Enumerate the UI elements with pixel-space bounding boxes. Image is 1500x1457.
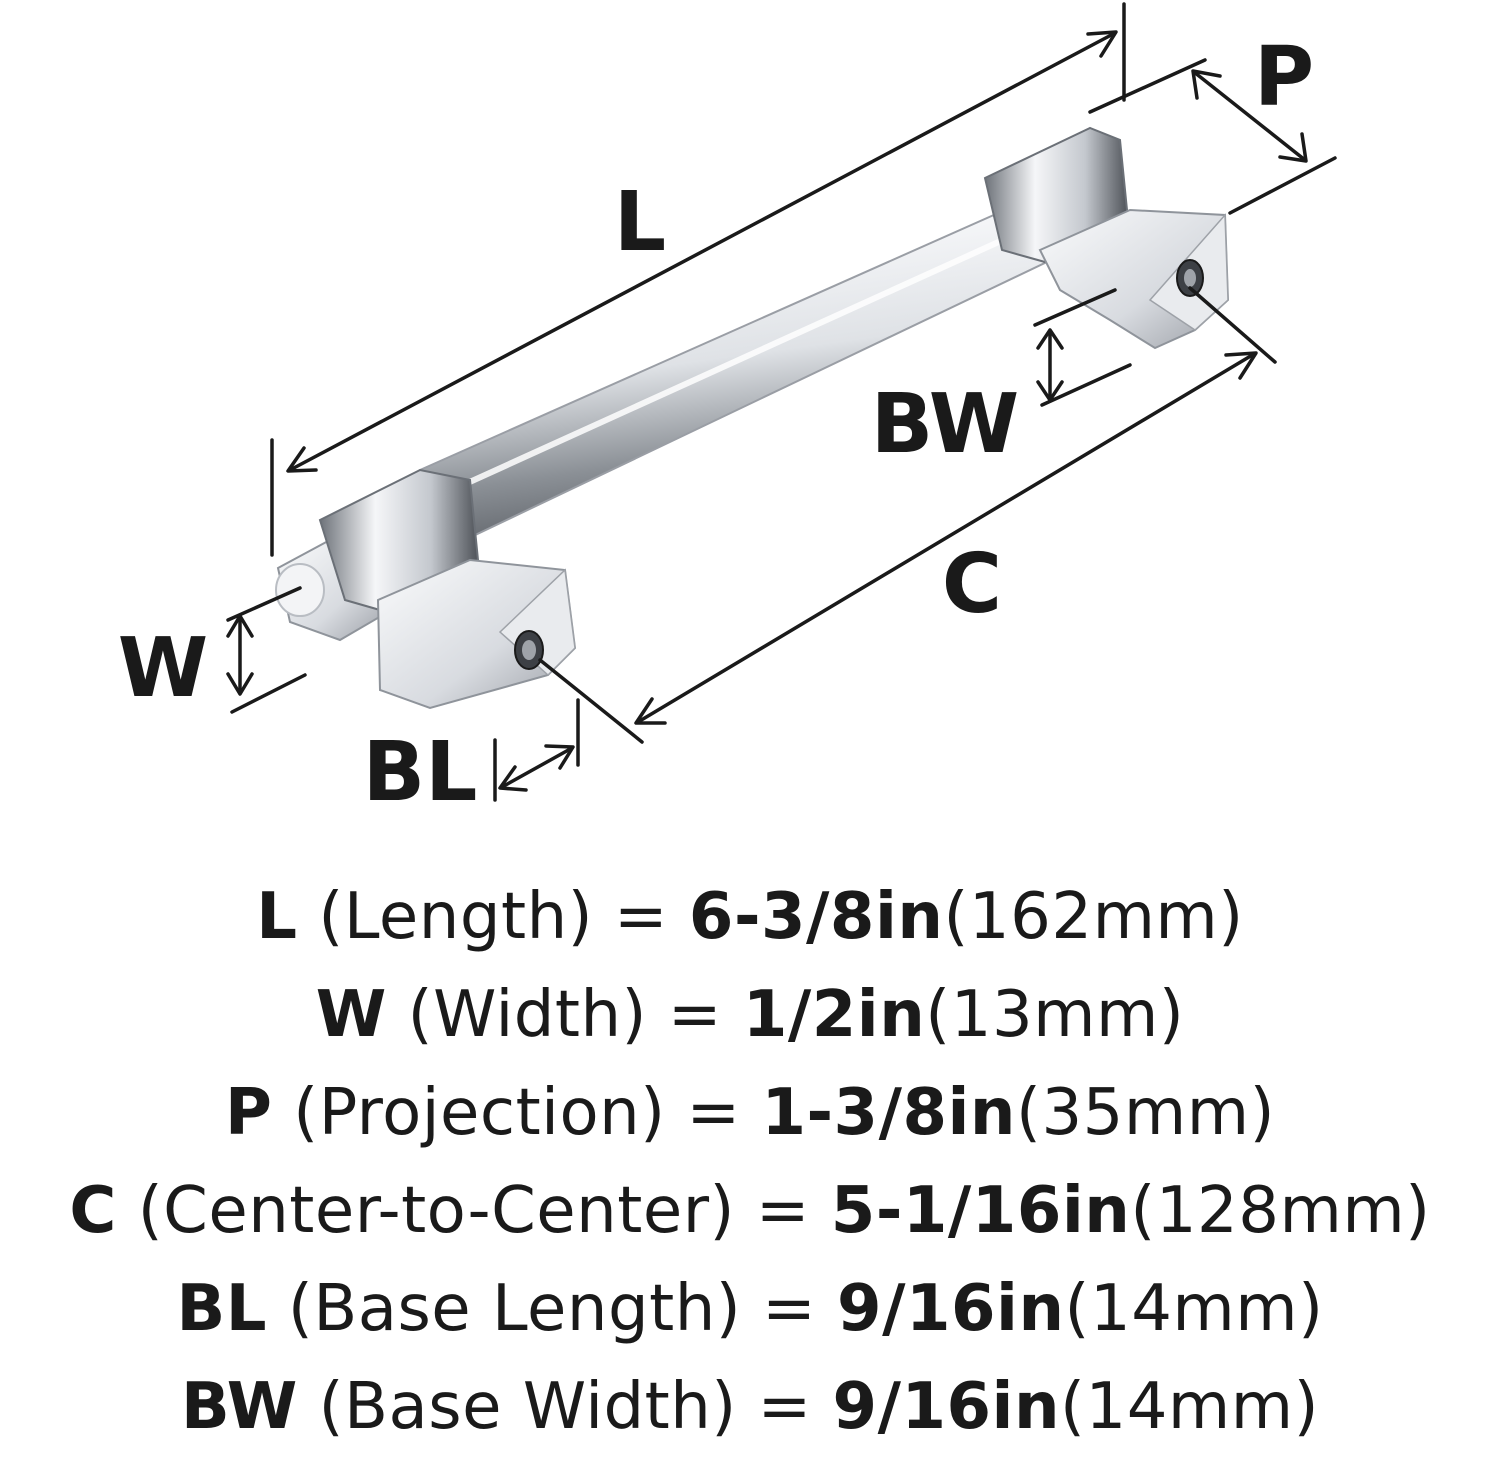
spec-key: BW xyxy=(180,1370,298,1444)
spec-equals: = xyxy=(613,880,669,954)
handle-dimension-diagram: L P BW C W BL xyxy=(118,2,1337,820)
dimension-bw xyxy=(1033,288,1132,407)
dimension-l xyxy=(270,2,1126,557)
spec-row-length: L (Length) = 6-3/8in(162mm) xyxy=(0,868,1500,966)
spec-name: (Length) xyxy=(318,880,594,954)
spec-metric-value: (13mm) xyxy=(925,978,1185,1052)
spec-name: (Width) xyxy=(407,978,647,1052)
spec-equals: = xyxy=(757,1370,812,1444)
spec-imperial-value: 9/16in xyxy=(837,1272,1065,1346)
spec-metric-value: (35mm) xyxy=(1015,1076,1276,1150)
spec-imperial-value: 6-3/8in xyxy=(688,880,944,954)
spec-name: (Center-to-Center) xyxy=(137,1174,735,1248)
dimension-w xyxy=(226,586,307,714)
spec-key: P xyxy=(224,1076,273,1150)
left-post xyxy=(376,558,577,710)
spec-row-projection: P (Projection) = 1-3/8in(35mm) xyxy=(0,1064,1500,1162)
spec-name: (Projection) xyxy=(293,1076,666,1150)
dimension-c xyxy=(538,286,1277,744)
spec-key: C xyxy=(69,1174,117,1248)
dimension-p xyxy=(1088,58,1337,215)
spec-row-center-to-center: C (Center-to-Center) = 5-1/16in(128mm) xyxy=(0,1162,1500,1260)
spec-imperial-value: 1-3/8in xyxy=(761,1076,1016,1150)
spec-name: (Base Length) xyxy=(287,1272,742,1346)
spec-equals: = xyxy=(667,978,722,1052)
spec-row-base-length: BL (Base Length) = 9/16in(14mm) xyxy=(0,1260,1500,1358)
spec-imperial-value: 9/16in xyxy=(832,1370,1060,1444)
spec-metric-value: (128mm) xyxy=(1130,1174,1431,1248)
handle-bar xyxy=(418,188,1074,550)
spec-key: BL xyxy=(176,1272,267,1346)
label-bl: BL xyxy=(363,725,478,820)
spec-imperial-value: 1/2in xyxy=(742,978,926,1052)
spec-equals: = xyxy=(686,1076,741,1150)
spec-equals: = xyxy=(755,1174,810,1248)
spec-key: L xyxy=(256,880,298,954)
label-w: W xyxy=(118,621,208,716)
spec-metric-value: (162mm) xyxy=(943,880,1244,954)
spec-metric-value: (14mm) xyxy=(1060,1370,1320,1444)
spec-row-base-width: BW (Base Width) = 9/16in(14mm) xyxy=(0,1358,1500,1456)
spec-imperial-value: 5-1/16in xyxy=(830,1174,1131,1248)
label-p: P xyxy=(1254,30,1314,125)
right-post xyxy=(1038,208,1230,350)
dimension-spec-list: L (Length) = 6-3/8in(162mm) W (Width) = … xyxy=(0,868,1500,1456)
dimension-bl xyxy=(493,698,580,802)
spec-name: (Base Width) xyxy=(318,1370,737,1444)
spec-metric-value: (14mm) xyxy=(1064,1272,1324,1346)
label-bw: BW xyxy=(871,377,1019,472)
label-c: C xyxy=(942,537,1002,632)
label-l: L xyxy=(614,175,666,270)
spec-key: W xyxy=(315,978,387,1052)
spec-row-width: W (Width) = 1/2in(13mm) xyxy=(0,966,1500,1064)
spec-equals: = xyxy=(762,1272,817,1346)
